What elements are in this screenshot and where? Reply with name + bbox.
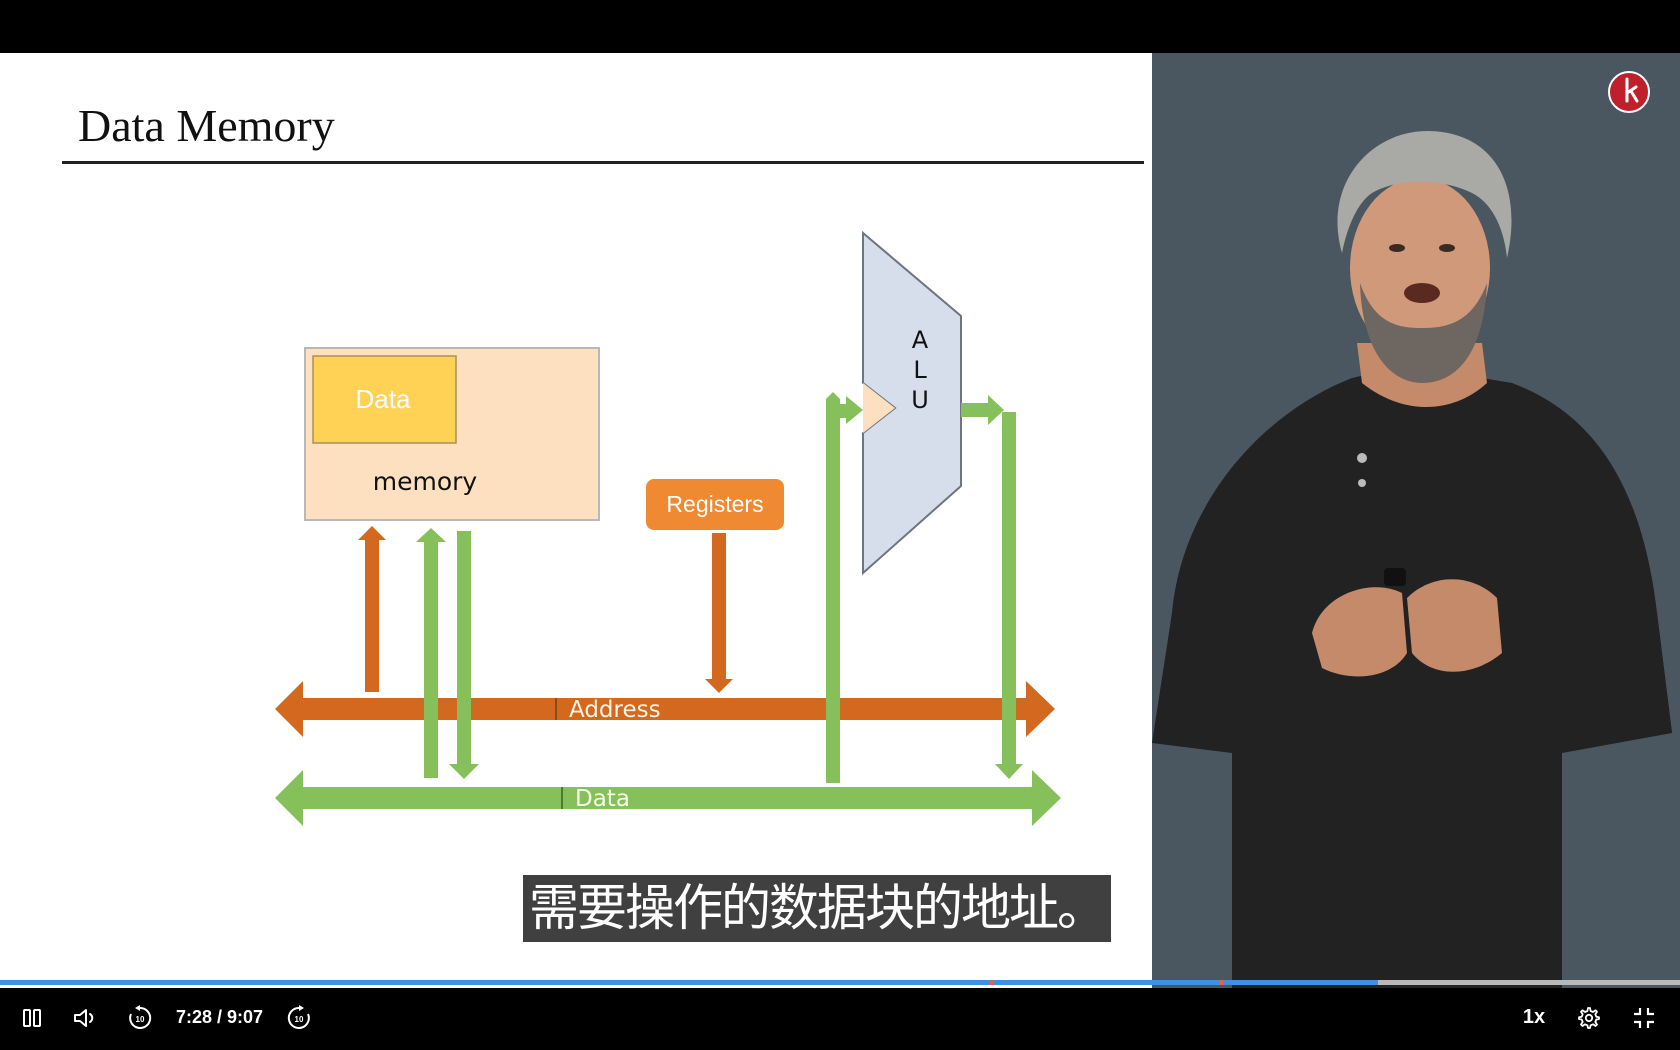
svg-text:10: 10: [136, 1015, 145, 1024]
lecture-slide: Data Memory Data memory Registers A L U: [0, 53, 1152, 988]
forward-10-button[interactable]: 10: [281, 995, 317, 1040]
presenter-panel: [1152, 53, 1680, 988]
alu-letter-l: L: [913, 356, 927, 384]
memory-data-cell: [312, 355, 457, 444]
seek-bar[interactable]: [0, 980, 1680, 985]
channel-logo-icon: [1608, 71, 1650, 113]
seek-bar-progress: [0, 980, 1378, 985]
seek-marker: [1220, 980, 1223, 985]
memory-label: memory: [373, 467, 478, 496]
presenter-figure: [1152, 131, 1672, 988]
memory-data-out-arrow: [449, 531, 479, 779]
exit-fullscreen-button[interactable]: [1624, 995, 1664, 1040]
forward-10-icon: 10: [287, 1004, 310, 1029]
volume-icon: [74, 1008, 94, 1027]
registers-label: Registers: [666, 491, 763, 517]
video-frame[interactable]: Data Memory Data memory Registers A L U: [0, 53, 1680, 988]
alu-letter-u: U: [911, 386, 929, 414]
time-display: 7:28 / 9:07: [176, 1007, 264, 1027]
memory-data-cell-label: Data: [356, 384, 411, 414]
data-memory-diagram: Data memory Registers A L U Address Data: [275, 230, 1061, 826]
playback-speed-label: 1x: [1522, 1006, 1546, 1028]
volume-button[interactable]: [66, 995, 106, 1040]
exit-fullscreen-icon: [1634, 1007, 1654, 1028]
data-bus-label: Data: [575, 786, 630, 812]
slide-title: Data Memory: [78, 100, 335, 151]
alu-output-vertical: [995, 412, 1023, 779]
data-bus-arrow: [275, 770, 1061, 826]
rewind-10-icon: 10: [129, 1004, 152, 1029]
svg-text:10: 10: [295, 1015, 304, 1024]
alu-input-arrowhead: [863, 383, 895, 433]
subtitle-caption: 需要操作的数据块的地址。: [523, 875, 1111, 942]
memory-address-arrow: [358, 526, 386, 692]
alu-output-arrow: [961, 395, 1004, 425]
title-divider: [62, 161, 1144, 164]
memory-data-in-arrow: [416, 528, 446, 778]
playback-speed-button[interactable]: 1x: [1514, 995, 1554, 1040]
registers-box: [646, 479, 784, 530]
settings-button[interactable]: [1568, 995, 1608, 1040]
pause-button[interactable]: [14, 995, 50, 1040]
alu-input-vertical: [826, 392, 840, 783]
registers-address-arrow: [705, 533, 733, 693]
seek-marker: [990, 980, 993, 985]
rewind-10-button[interactable]: 10: [122, 995, 158, 1040]
address-bus-label: Address: [569, 697, 661, 723]
pause-icon: [23, 1008, 41, 1027]
gear-icon: [1578, 1006, 1600, 1029]
address-bus-arrow: [275, 681, 1055, 737]
player-controls: 10 7:28 / 9:07 10 1x: [0, 995, 1680, 1050]
alu-letter-a: A: [912, 326, 929, 354]
